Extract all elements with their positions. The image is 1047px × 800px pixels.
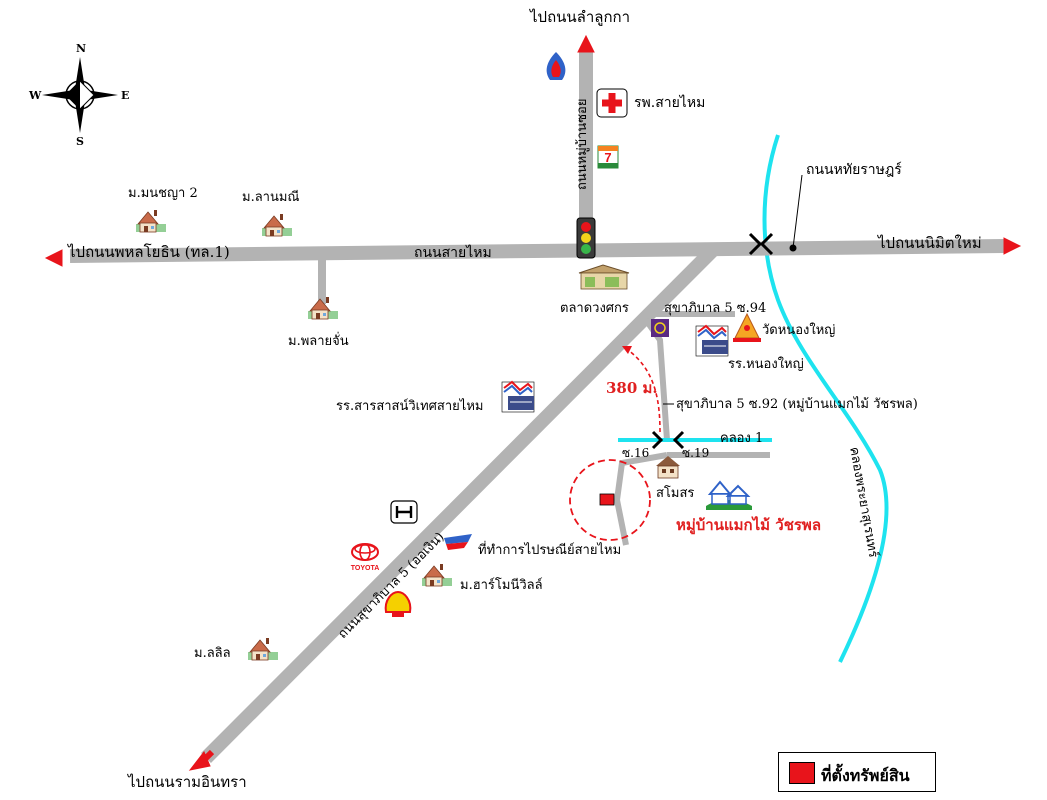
arrow-east-icon [1003, 237, 1022, 255]
toyota-icon: TOYOTA [351, 543, 380, 572]
property-area-circle [569, 459, 651, 541]
clubhouse-icon [656, 456, 680, 479]
village-lalin-label: ม.ลลิล [194, 646, 231, 661]
village-phlayjan-label: ม.พลายจั่น [288, 334, 349, 349]
destination-west-label: ไปถนนพหลโยธิน (ทล.1) [68, 243, 230, 261]
village-lalin-icon [247, 637, 279, 661]
village-harmony-label: ม.ฮาร์โมนีวิลล์ [460, 578, 543, 593]
distance-arrow [622, 346, 661, 433]
hospital-icon [596, 88, 628, 118]
school-saraswat-icon [501, 381, 535, 413]
road-north-label: ถนนหมู่บ้านซอย [575, 98, 590, 190]
wat-label: วัดหนองใหญ่ [762, 323, 836, 338]
compass-label-n: N [76, 42, 87, 55]
village-lanmanee-icon [261, 213, 293, 237]
compass-rose-icon [42, 57, 118, 133]
compass-label-w: W [29, 89, 42, 102]
road-soi-92 [643, 318, 670, 441]
village-lanmanee-label: ม.ลานมณี [242, 190, 300, 205]
arrow-west-icon [44, 249, 63, 267]
clubhouse-label: สโมสร [656, 486, 695, 501]
school-saraswat-label: รร.สารสาสน์วิเทศสายไหม [336, 399, 484, 414]
destination-east-label: ไปถนนนิมิตใหม่ [878, 234, 982, 252]
project-logo-icon [706, 480, 752, 510]
seven-eleven-icon: 7 [597, 145, 619, 169]
village-harmony-icon [421, 563, 453, 587]
market-label: ตลาดวงศกร [560, 301, 629, 316]
soi-16-label: ซ.16 [622, 446, 650, 460]
hospital-label: รพ.สายไหม [634, 95, 706, 111]
shell-icon [384, 590, 412, 617]
gas-station-icon [546, 52, 566, 80]
post-office-label: ที่ทำการไปรษณีย์สายไหม [478, 543, 622, 558]
school-nongyai-icon [695, 325, 729, 357]
destination-north-label: ไปถนนลำลูกกา [530, 8, 631, 26]
seven-eleven-logo-text: 7 [604, 150, 611, 165]
road-hathai-rat-label: ถนนหทัยราษฎร์ [806, 162, 902, 178]
village-manchaya-label: ม.มนชญา 2 [128, 186, 198, 201]
honda-icon [390, 500, 418, 524]
distance-label: 380 ม. [606, 379, 658, 397]
toyota-logo-text: TOYOTA [351, 565, 380, 572]
arrow-north-icon [577, 34, 595, 53]
market-icon [578, 264, 630, 290]
legend: ที่ตั้งทรัพย์สิน [778, 752, 936, 792]
arrow-southwest-icon [188, 751, 211, 771]
legend-property-label: ที่ตั้งทรัพย์สิน [821, 766, 910, 785]
leader-line-hathai-rat [792, 174, 803, 249]
project-label: หมู่บ้านแมกไม้ วัชรพล [676, 516, 822, 534]
direction-arrows [44, 34, 1022, 771]
river-khlong-phraya-suren [762, 134, 889, 663]
traffic-light-icon [576, 217, 596, 259]
property-marker[interactable] [599, 493, 615, 506]
roads [69, 50, 1005, 763]
canal-khlong-1-label: คลอง 1 [720, 431, 764, 446]
compass-label-s: S [76, 135, 84, 148]
bridge-icon [651, 232, 774, 450]
soi-92-label: สุขาภิบาล 5 ซ.92 (หมู่บ้านแมกไม้ วัชรพล) [676, 397, 918, 412]
road-sukhaphiban-5 [201, 246, 717, 763]
legend-property-swatch [789, 762, 815, 784]
road-sai-mai-label: ถนนสายไหม [414, 245, 492, 261]
bank-icon [651, 319, 669, 337]
school-nongyai-label: รร.หนองใหญ่ [728, 357, 804, 372]
compass-label-e: E [121, 89, 130, 102]
temple-icon [733, 312, 761, 342]
village-manchaya-icon [135, 209, 167, 233]
road-sai-mai [69, 239, 1005, 263]
destination-southwest-label: ไปถนนรามอินทรา [128, 773, 247, 791]
soi-94-label: สุขาภิบาล 5 ซ.94 [664, 301, 767, 316]
soi-19-label: ซ.19 [682, 446, 710, 460]
road-soi-16 [613, 452, 668, 546]
post-office-icon [444, 534, 472, 550]
